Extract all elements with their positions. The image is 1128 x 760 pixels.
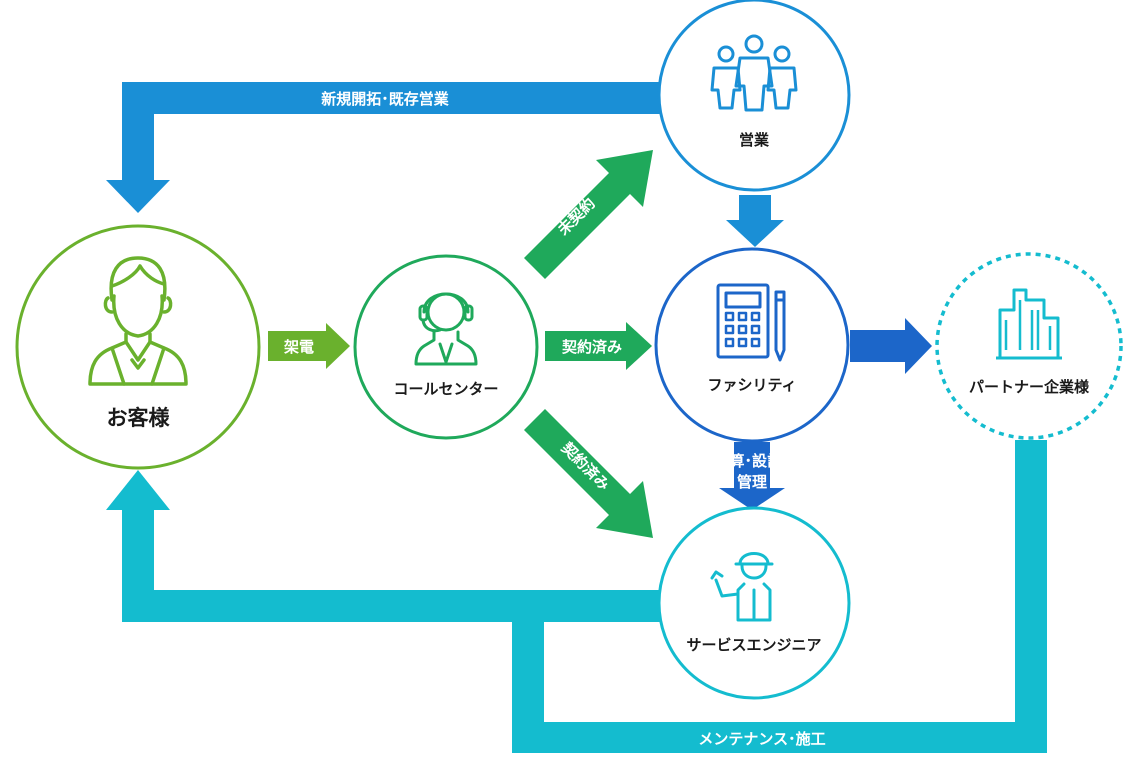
- call-center-label: コールセンター: [393, 380, 498, 398]
- estimate-partner-label-2: 管理: [875, 399, 905, 417]
- outbound-call-arrow: 架電: [268, 323, 350, 369]
- estimate-engineer-label-1: 積算･設計･: [713, 452, 789, 470]
- building-icon: [996, 288, 1062, 360]
- headset-operator-icon: [414, 292, 478, 366]
- partner-node: パートナー企業様: [935, 252, 1123, 440]
- worker-icon: [710, 552, 774, 622]
- facility-to-partner-arrow: 積算･設計･ 管理: [850, 318, 932, 417]
- contracted-facility-label: 契約済み: [561, 338, 622, 356]
- sales-label: 営業: [739, 131, 770, 149]
- maintenance-flow: メンテナンス･施工: [106, 440, 1047, 753]
- facility-node: ファシリティ: [654, 247, 850, 443]
- calculator-pen-icon: [716, 283, 786, 362]
- facility-to-engineer-arrow: 積算･設計･ 管理: [713, 442, 790, 510]
- not-contracted-arrow: 未契約: [524, 150, 653, 279]
- team-icon: [710, 34, 798, 112]
- new-existing-sales-label: 新規開拓･既存営業: [321, 90, 450, 108]
- new-existing-sales-flow: 新規開拓･既存営業: [106, 82, 660, 213]
- contracted-facility-arrow: 契約済み: [545, 322, 652, 370]
- businessman-icon: [88, 256, 188, 386]
- contracted-engineer-arrow: 契約済み: [524, 409, 653, 538]
- service-engineer-label: サービスエンジニア: [686, 636, 821, 654]
- sales-node: 営業: [657, 0, 851, 192]
- customer-node: お客様: [15, 224, 261, 470]
- sales-to-facility-arrow: [726, 195, 784, 247]
- maintenance-label: メンテナンス･施工: [698, 730, 825, 748]
- facility-label: ファシリティ: [707, 376, 796, 394]
- estimate-engineer-label-2: 管理: [737, 473, 767, 491]
- outbound-call-label: 架電: [283, 338, 314, 356]
- estimate-partner-label-1: 積算･設計･: [851, 379, 927, 397]
- call-center-node: コールセンター: [353, 254, 539, 440]
- partner-label: パートナー企業様: [969, 378, 1090, 396]
- customer-label: お客様: [107, 406, 171, 430]
- service-engineer-node: サービスエンジニア: [657, 506, 851, 700]
